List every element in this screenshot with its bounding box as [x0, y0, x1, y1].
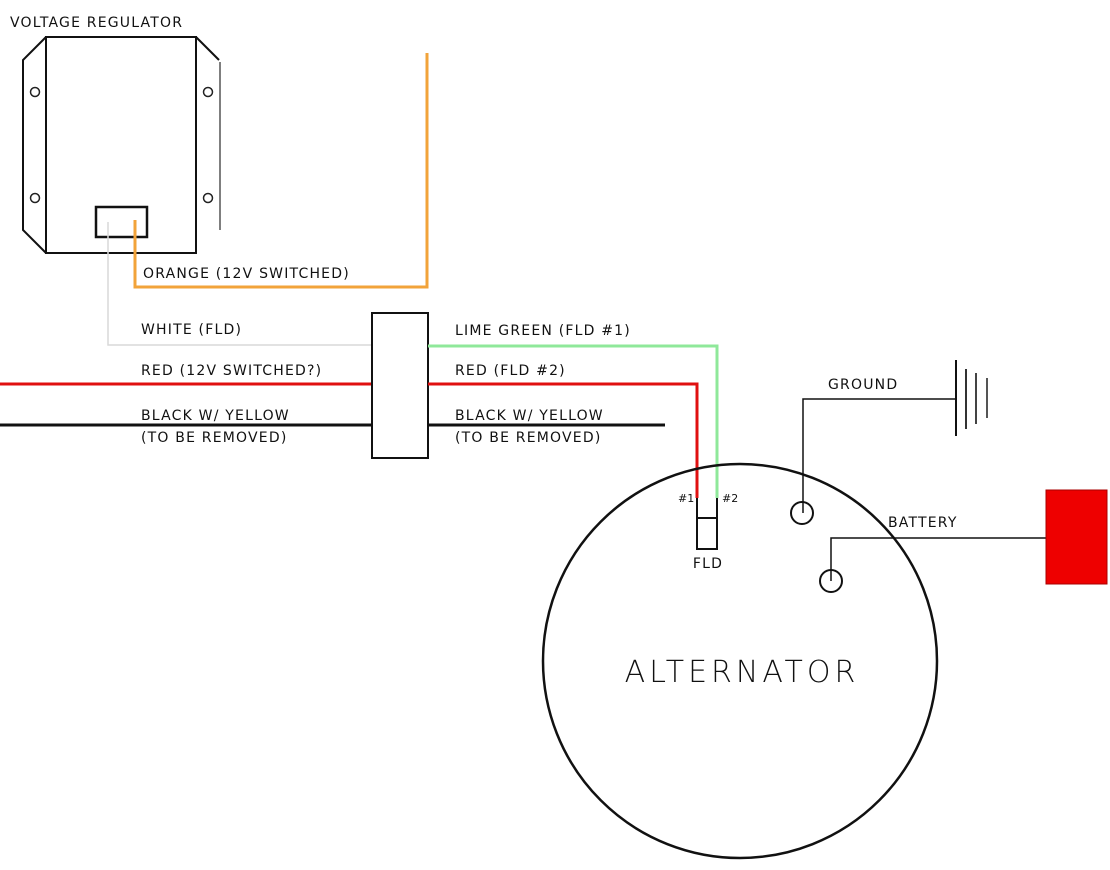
field-terminal-plug — [696, 498, 718, 550]
white-wire-label: WHITE (FLD) — [141, 322, 242, 338]
field-pin1-label: #1 — [678, 492, 694, 505]
mount-hole-icon — [29, 86, 41, 98]
voltage-regulator-label: VOLTAGE REGULATOR — [10, 15, 183, 31]
battery-icon — [1045, 489, 1108, 585]
battery-label: BATTERY — [888, 515, 958, 531]
ground-label: GROUND — [828, 377, 898, 393]
field-pin2-label: #2 — [722, 492, 738, 505]
battery-wire — [830, 537, 1046, 581]
orange-wire-label: ORANGE (12V SWITCHED) — [143, 266, 350, 282]
alternator-body — [541, 462, 939, 860]
regulator-plug — [94, 205, 149, 239]
white-wire — [107, 222, 372, 346]
black-yellow-out-label-2: (TO BE REMOVED) — [455, 430, 601, 446]
alternator: ALTERNATOR #1 #2 FLD — [541, 462, 939, 860]
alternator-label: ALTERNATOR — [625, 655, 860, 690]
orange-wire — [133, 53, 429, 289]
lime-green-wire — [428, 344, 719, 498]
voltage-regulator: VOLTAGE REGULATOR — [10, 15, 221, 254]
mount-hole-icon — [202, 192, 214, 204]
red-fld-wire-label: RED (FLD #2) — [455, 363, 566, 379]
mount-hole-icon — [29, 192, 41, 204]
connector-block — [371, 312, 429, 459]
ground-terminal-icon — [790, 501, 814, 525]
regulator-left-flange — [22, 36, 47, 254]
red-12v-wire-label: RED (12V SWITCHED?) — [141, 363, 322, 379]
field-terminal-label: FLD — [693, 556, 723, 572]
field-terminal: #1 #2 FLD — [678, 492, 738, 572]
ground-wire — [802, 398, 956, 513]
regulator-body — [45, 36, 197, 254]
black-yellow-in-label-1: BLACK W/ YELLOW — [141, 408, 290, 424]
regulator-right-flange-top — [195, 36, 220, 61]
red-fld-wire — [428, 382, 699, 498]
black-yellow-out-label-1: BLACK W/ YELLOW — [455, 408, 604, 424]
ground-symbol-icon — [955, 360, 988, 436]
black-yellow-in-label-2: (TO BE REMOVED) — [141, 430, 287, 446]
mount-hole-icon — [202, 86, 214, 98]
lime-green-wire-label: LIME GREEN (FLD #1) — [455, 323, 631, 339]
